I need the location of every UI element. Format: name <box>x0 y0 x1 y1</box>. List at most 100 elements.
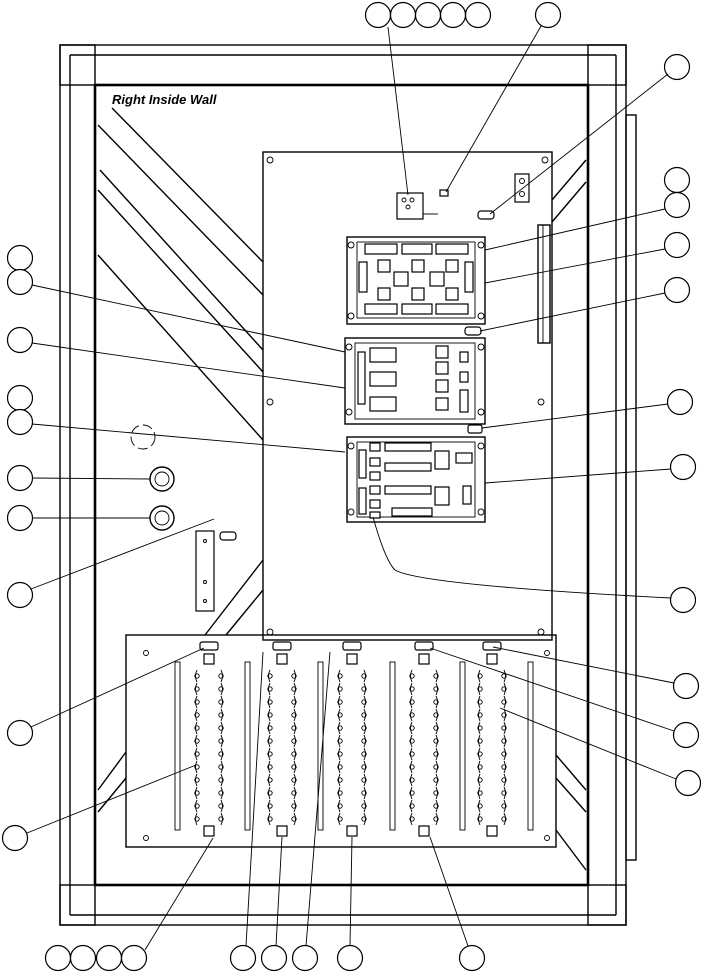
callout-circle <box>6 719 34 747</box>
terminal-screw <box>194 725 200 731</box>
terminal-wire-loop <box>338 747 341 761</box>
conduit-fitting-upper <box>149 466 175 492</box>
tag-top-right <box>477 210 495 220</box>
leader-line <box>499 707 677 780</box>
terminal-screw <box>337 803 343 809</box>
terminal-wire-loop <box>195 773 198 787</box>
terminal-wire-loop <box>435 682 438 696</box>
terminal-screw <box>433 790 439 796</box>
terminal-wire-loop <box>268 708 271 722</box>
terminal-screw <box>194 751 200 757</box>
terminal-screw <box>218 686 224 692</box>
callout-circle <box>534 1 562 29</box>
tag-module-1 <box>464 326 482 336</box>
terminal-wire-loop <box>410 734 413 748</box>
callout-circle <box>663 166 691 194</box>
terminal-screw <box>361 686 367 692</box>
leader-line <box>429 836 469 947</box>
terminal-screw <box>501 738 507 744</box>
terminal-wire-loop <box>503 695 506 709</box>
terminal-wire-loop <box>478 721 481 735</box>
callout-circle <box>414 1 442 29</box>
terminal-wire-loop <box>363 721 366 735</box>
terminal-screw <box>409 738 415 744</box>
terminal-wire-loop <box>195 708 198 722</box>
terminal-screw <box>409 751 415 757</box>
terminal-screw <box>477 777 483 783</box>
corner-block-bottom-left <box>59 884 96 926</box>
terminal-screw <box>477 699 483 705</box>
mounting-back-plate <box>262 151 553 641</box>
callout-circle <box>120 944 148 972</box>
panel-slot <box>389 661 396 831</box>
terminal-screw <box>218 699 224 705</box>
terminal-wire-loop <box>195 682 198 696</box>
terminal-screw <box>409 790 415 796</box>
terminal-wire-loop <box>338 721 341 735</box>
terminal-end-block <box>486 653 498 665</box>
terminal-screw <box>361 725 367 731</box>
terminal-screw <box>218 816 224 822</box>
terminal-screw <box>218 764 224 770</box>
terminal-wire-loop <box>195 760 198 774</box>
terminal-screw <box>477 751 483 757</box>
terminal-wire-loop <box>435 734 438 748</box>
terminal-strip-tag <box>482 641 502 651</box>
terminal-end-block <box>418 825 430 837</box>
tag-bracket <box>219 531 237 541</box>
leader-line <box>387 26 409 196</box>
terminal-screw <box>267 686 273 692</box>
terminal-wire-loop <box>503 721 506 735</box>
terminal-wire-loop <box>478 734 481 748</box>
terminal-screw <box>501 673 507 679</box>
callout-circle <box>464 1 492 29</box>
callout-circle <box>364 1 392 29</box>
terminal-wire-loop <box>410 786 413 800</box>
terminal-screw <box>361 738 367 744</box>
corner-block-top-left <box>59 44 96 86</box>
terminal-screw <box>337 725 343 731</box>
terminal-wire-loop <box>338 786 341 800</box>
small-connector <box>439 189 449 197</box>
terminal-wire-loop <box>220 786 223 800</box>
leader-line <box>484 248 666 284</box>
terminal-screw <box>291 764 297 770</box>
terminal-wire-loop <box>363 708 366 722</box>
terminal-wire-loop <box>410 708 413 722</box>
leader-line <box>429 647 675 732</box>
terminal-screw <box>337 751 343 757</box>
terminal-screw <box>433 816 439 822</box>
terminal-screw <box>291 816 297 822</box>
terminal-screw <box>218 803 224 809</box>
terminal-screw <box>337 764 343 770</box>
terminal-wire-loop <box>195 734 198 748</box>
callout-circle <box>663 231 691 259</box>
terminal-wire-loop <box>293 799 296 813</box>
leader-line <box>31 342 346 389</box>
panel-slot <box>459 661 466 831</box>
terminal-wire-loop <box>503 747 506 761</box>
terminal-wire-loop <box>435 773 438 787</box>
terminal-wire-loop <box>503 682 506 696</box>
terminal-screw <box>218 738 224 744</box>
terminal-wire-loop <box>220 734 223 748</box>
terminal-screw <box>267 777 273 783</box>
terminal-screw <box>194 764 200 770</box>
terminal-screw <box>409 673 415 679</box>
terminal-wire-loop <box>435 786 438 800</box>
terminal-screw <box>291 790 297 796</box>
terminal-wire-loop <box>338 695 341 709</box>
terminal-wire-loop <box>220 760 223 774</box>
callout-circle <box>6 268 34 296</box>
diagonal-braces <box>97 107 587 871</box>
terminal-screw <box>501 712 507 718</box>
terminal-screw <box>501 699 507 705</box>
terminal-wire-loop <box>293 812 296 826</box>
terminal-screw <box>433 803 439 809</box>
terminal-screw <box>267 712 273 718</box>
terminal-wire-loop <box>268 760 271 774</box>
terminal-wire-loop <box>363 812 366 826</box>
wall-title: Right Inside Wall <box>112 92 217 107</box>
terminal-wire-loop <box>363 734 366 748</box>
